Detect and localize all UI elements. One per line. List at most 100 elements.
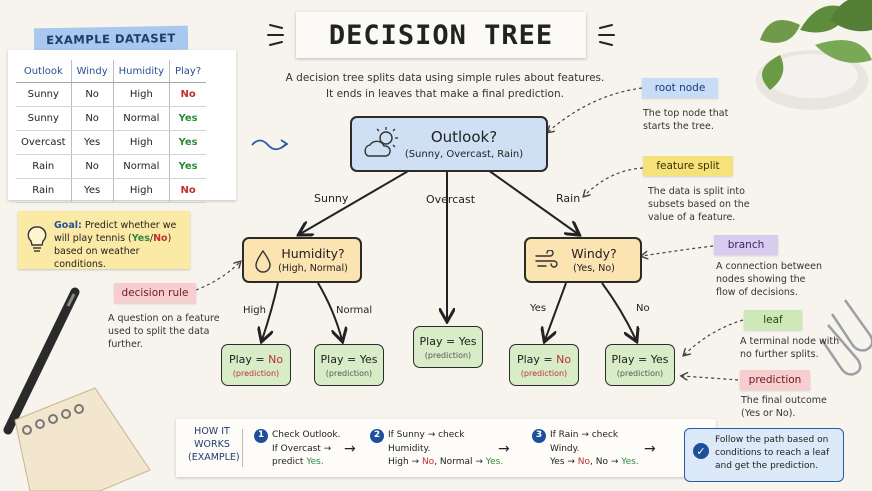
title-card: DECISION TREE bbox=[296, 12, 586, 58]
table-cell: No bbox=[70, 154, 114, 179]
step-2: 2 If Sunny → check Humidity. High → No, … bbox=[370, 429, 503, 470]
branch-label-normal: Normal bbox=[336, 305, 373, 316]
pen-icon bbox=[3, 287, 80, 435]
table-cell: No bbox=[70, 82, 114, 107]
table-cell: High bbox=[112, 82, 170, 107]
wind-icon bbox=[535, 250, 558, 268]
leaf-desc: A terminal node with no further splits. bbox=[740, 336, 840, 360]
subtitle-line-1: A decision tree splits data using simple… bbox=[285, 72, 605, 84]
branch-label-high: High bbox=[243, 305, 266, 316]
humidity-node: Humidity? (High, Normal) bbox=[242, 237, 362, 283]
table-cell-play: Yes bbox=[169, 106, 207, 131]
goal-text: Goal: Predict whether we will play tenni… bbox=[54, 220, 177, 270]
table-cell: Normal bbox=[112, 154, 170, 179]
table-row: Sunny No High No bbox=[16, 82, 207, 107]
subtitle-line-2: It ends in leaves that make a final pred… bbox=[326, 88, 564, 100]
table-cell-play: No bbox=[169, 178, 207, 203]
final-step-box: ✓ Follow the path based on conditions to… bbox=[684, 428, 844, 482]
lightbulb-icon bbox=[27, 226, 47, 252]
divider bbox=[242, 429, 243, 467]
leaf-value: Yes bbox=[458, 334, 477, 348]
subtitle: A decision tree splits data using simple… bbox=[270, 70, 620, 102]
water-drop-icon bbox=[255, 249, 271, 273]
table-cell: Rain bbox=[16, 178, 72, 203]
humidity-node-title: Humidity? bbox=[281, 246, 345, 261]
plant-icon bbox=[756, 0, 872, 110]
table-row: Sunny No Normal Yes bbox=[16, 106, 207, 131]
prediction-tag: prediction bbox=[740, 370, 810, 390]
dataset-tag: EXAMPLE DATASET bbox=[33, 25, 189, 53]
how-it-works-title: HOW IT WORKS (EXAMPLE) bbox=[188, 426, 240, 463]
arrow-icon: → bbox=[644, 441, 656, 457]
column-header: Play? bbox=[169, 60, 207, 83]
table-cell: Sunny bbox=[16, 82, 72, 107]
branch-label-no: No bbox=[636, 303, 650, 314]
root-node-values: (Sunny, Overcast, Rain) bbox=[404, 149, 524, 160]
arrow-icon: → bbox=[498, 441, 510, 457]
step-3: 3 If Rain → check Windy. Yes → No, No → … bbox=[532, 429, 639, 470]
prediction-desc: The final outcome (Yes or No). bbox=[741, 395, 827, 419]
goal-label: Goal: bbox=[54, 220, 82, 231]
root-node: Outlook? (Sunny, Overcast, Rain) bbox=[350, 116, 548, 172]
tree-edges bbox=[262, 169, 636, 340]
windy-node: Windy? (Yes, No) bbox=[524, 237, 642, 283]
leaf-node: Play = Yes (prediction) bbox=[314, 344, 384, 386]
column-header: Outlook bbox=[16, 60, 72, 83]
humidity-node-values: (High, Normal) bbox=[278, 263, 348, 274]
partly-cloudy-icon bbox=[364, 127, 398, 157]
leaf-node: Play = No (prediction) bbox=[221, 344, 291, 386]
root-node-title: Outlook? bbox=[430, 128, 498, 146]
leaf-value: Yes bbox=[359, 352, 378, 366]
leaf-note: (prediction) bbox=[520, 368, 568, 378]
decision-rule-desc: A question on a feature used to split th… bbox=[108, 313, 220, 350]
branch-label-rain: Rain bbox=[556, 192, 581, 205]
step-number: 2 bbox=[370, 429, 384, 443]
table-cell: High bbox=[112, 178, 170, 203]
leaf-node: Play = Yes (prediction) bbox=[605, 344, 675, 386]
page-title: DECISION TREE bbox=[328, 19, 554, 51]
table-row: Overcast Yes High Yes bbox=[16, 130, 207, 155]
how-it-works-panel: HOW IT WORKS (EXAMPLE) 1 Check Outlook. … bbox=[176, 419, 716, 477]
decision-rule-tag: decision rule bbox=[114, 283, 196, 303]
root-node-desc: The top node that starts the tree. bbox=[643, 108, 729, 132]
step-number: 3 bbox=[532, 429, 546, 443]
windy-node-title: Windy? bbox=[571, 246, 617, 261]
check-icon: ✓ bbox=[693, 443, 709, 459]
leaf-note: (prediction) bbox=[325, 368, 373, 378]
leaf-note: (prediction) bbox=[232, 368, 280, 378]
branch-label-sunny: Sunny bbox=[314, 192, 349, 205]
table-cell: Sunny bbox=[16, 106, 72, 131]
table-cell: No bbox=[70, 106, 114, 131]
dataset-table: Outlook Windy Humidity Play? Sunny No Hi… bbox=[16, 60, 207, 203]
step-number: 1 bbox=[254, 429, 268, 443]
leaf-value: No bbox=[556, 352, 572, 366]
leaf-value: Yes bbox=[650, 352, 669, 366]
leaf-node: Play = No (prediction) bbox=[509, 344, 579, 386]
table-cell: Normal bbox=[112, 106, 170, 131]
table-cell: Overcast bbox=[16, 130, 72, 155]
table-cell-play: No bbox=[169, 82, 207, 107]
branch-label-overcast: Overcast bbox=[426, 193, 476, 206]
branch-tag: branch bbox=[714, 235, 778, 255]
leaf-note: (prediction) bbox=[616, 368, 664, 378]
table-row: Rain No Normal Yes bbox=[16, 154, 207, 179]
branch-label-yes: Yes bbox=[530, 303, 547, 314]
leaf-tag: leaf bbox=[744, 310, 802, 330]
feature-split-desc: The data is split into subsets based on … bbox=[648, 186, 750, 223]
table-cell: Rain bbox=[16, 154, 72, 179]
arrow-icon: → bbox=[344, 441, 356, 457]
table-header-row: Outlook Windy Humidity Play? bbox=[16, 60, 207, 83]
root-node-tag: root node bbox=[642, 78, 718, 98]
table-cell-play: Yes bbox=[169, 154, 207, 179]
leaf-value: No bbox=[268, 352, 284, 366]
notebook-icon bbox=[14, 387, 151, 491]
table-cell-play: Yes bbox=[169, 130, 207, 155]
squiggle-arrow-icon bbox=[251, 139, 287, 151]
table-cell: High bbox=[112, 130, 170, 155]
column-header: Humidity bbox=[112, 60, 170, 83]
column-header: Windy bbox=[70, 60, 114, 83]
leaf-note: (prediction) bbox=[424, 350, 472, 360]
branch-desc: A connection between nodes showing the f… bbox=[716, 261, 822, 298]
leaf-node: Play = Yes (prediction) bbox=[413, 326, 483, 368]
final-step-text: Follow the path based on conditions to r… bbox=[715, 435, 830, 471]
